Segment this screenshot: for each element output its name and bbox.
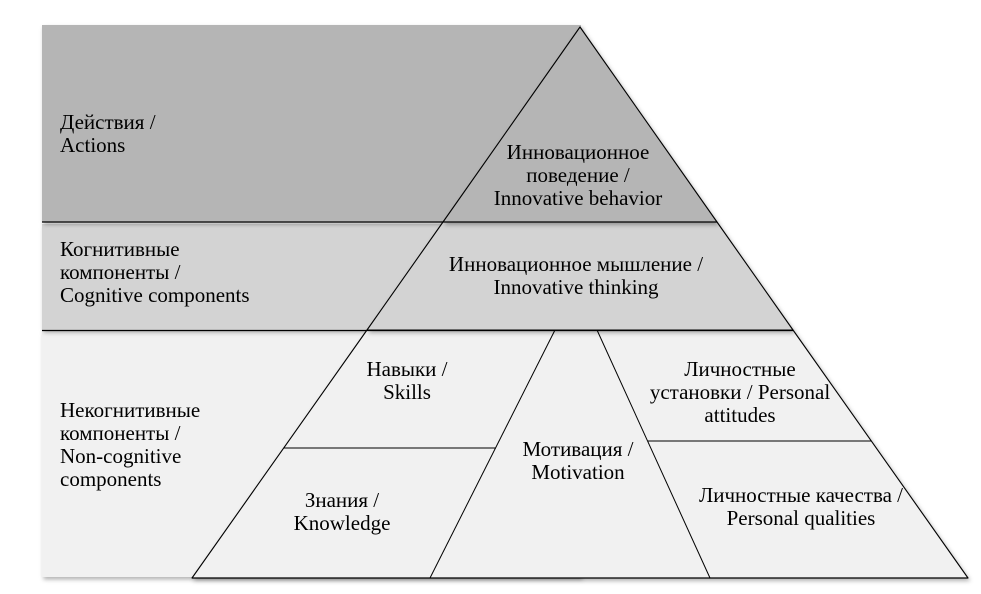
section-label-skills: Навыки / Skills xyxy=(366,357,448,404)
section-label-personal-qualities: Личностные качества / Personal qualities xyxy=(698,483,904,530)
section-label-innovative-behavior: Инновационное поведение / Innovative beh… xyxy=(493,140,663,210)
section-label-motivation: Мотивация / Motivation xyxy=(522,437,634,484)
motivation-right-divider-line xyxy=(596,329,711,579)
section-label-innovative-thinking: Инновационное мышление / Innovative thin… xyxy=(448,252,704,299)
band-label-cognitive: Когнитивные компоненты / Cognitive compo… xyxy=(60,237,250,307)
section-label-knowledge: Знания / Knowledge xyxy=(293,488,391,535)
motivation-left-divider-line xyxy=(429,329,556,579)
section-label-personal-attitudes: Личностные установки / Personal attitude… xyxy=(649,357,831,427)
band-label-non-cognitive: Некогнитивные компоненты / Non-cognitive… xyxy=(60,398,201,491)
band-label-actions: Действия / Actions xyxy=(60,110,156,157)
